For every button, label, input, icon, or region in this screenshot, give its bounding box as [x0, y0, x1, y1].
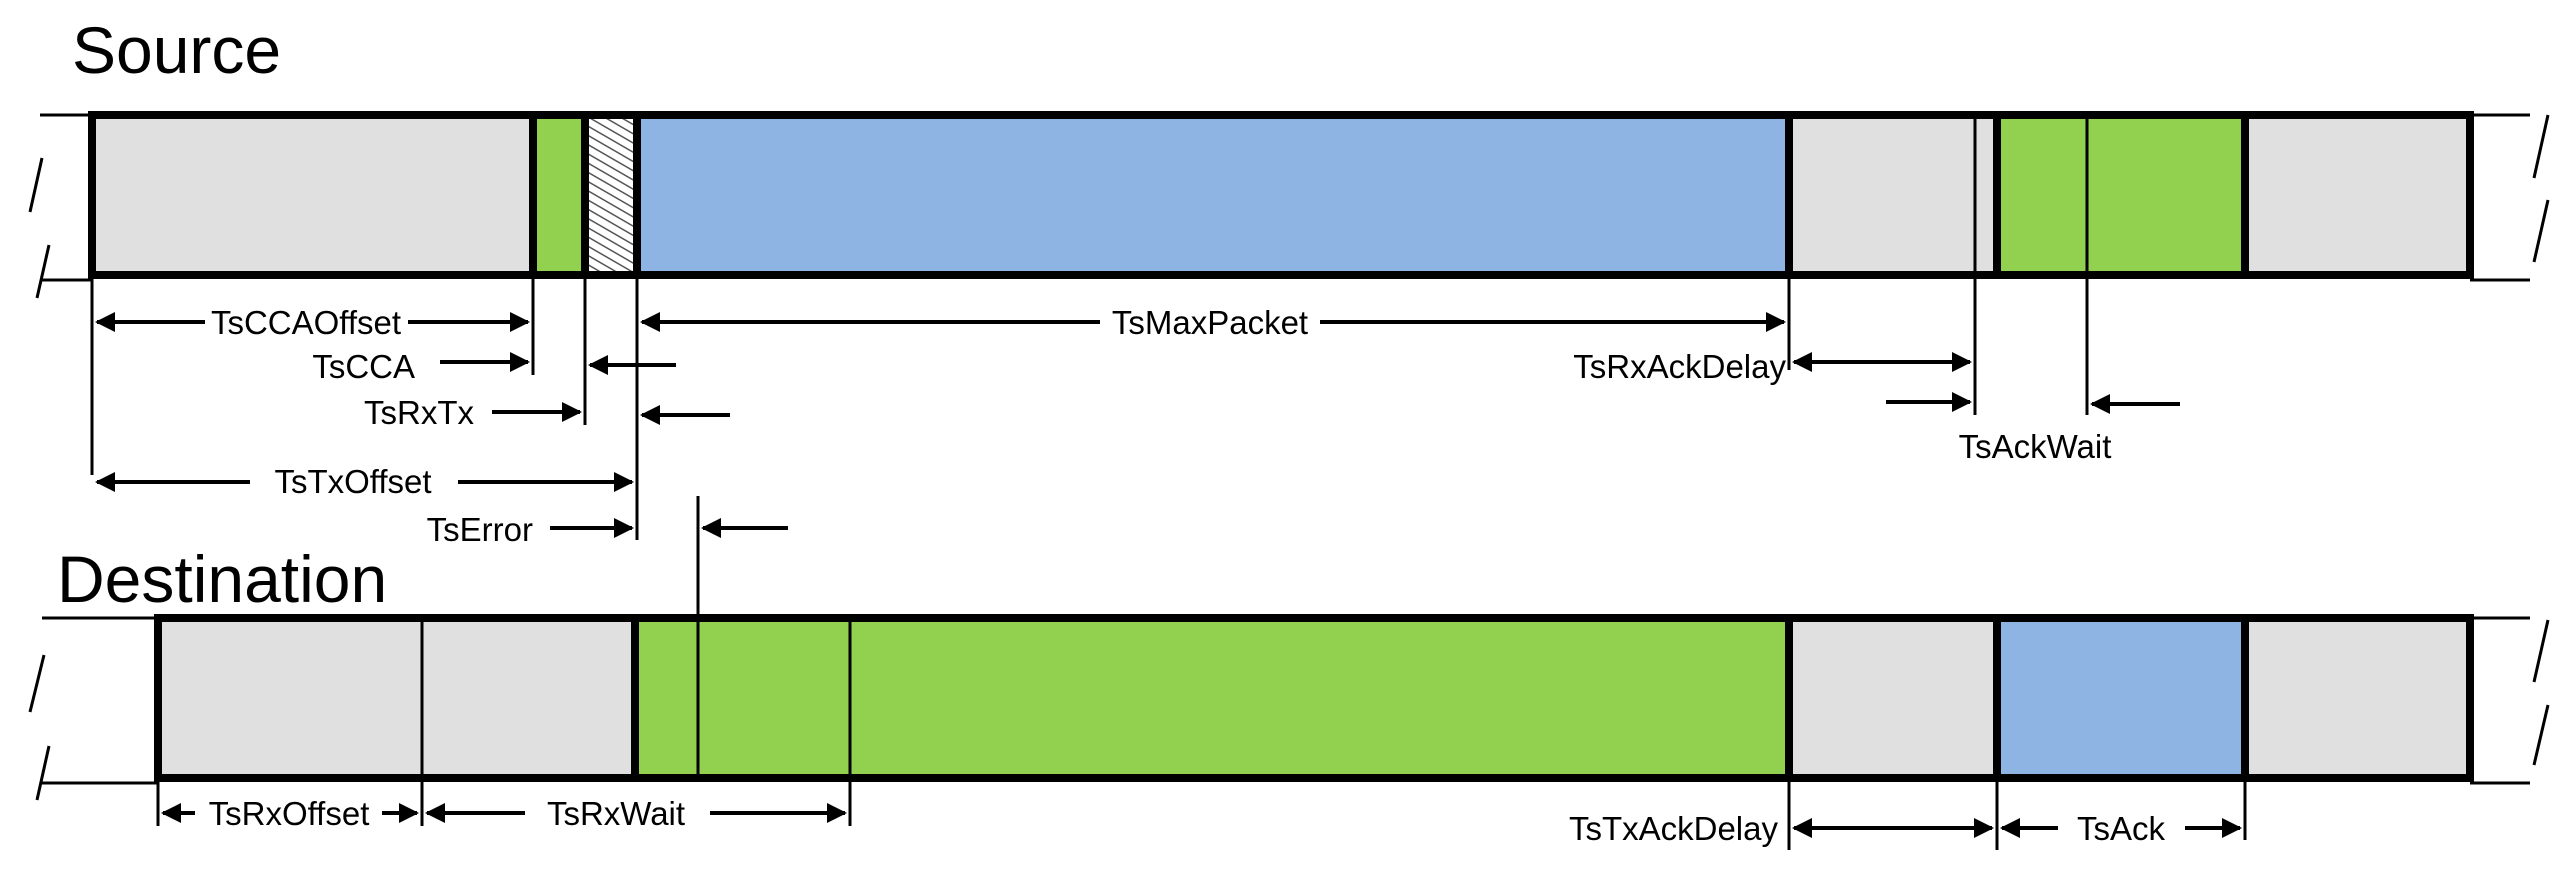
- ack-dimension: TsAck: [2000, 810, 2242, 847]
- destination-ack-transmit-segment: [1997, 618, 2245, 778]
- max-packet-label: TsMaxPacket: [1112, 304, 1308, 341]
- destination-title: Destination: [57, 542, 387, 616]
- source-break-left-2: [35, 244, 51, 299]
- max-packet-dimension: TsMaxPacket: [640, 304, 1786, 341]
- destination-break-left-2: [35, 745, 51, 801]
- cca-dimension: TsCCA: [312, 348, 676, 385]
- destination-rx-offset-segment: [158, 618, 635, 778]
- source-title: Source: [72, 13, 281, 87]
- source-extension-lines: [90, 275, 2089, 540]
- ack-wait-label: TsAckWait: [1959, 428, 2112, 465]
- tx-ack-delay-dimension: TsTxAckDelay: [1569, 810, 1994, 847]
- destination-break-left-1: [28, 654, 46, 713]
- tx-offset-label: TsTxOffset: [274, 463, 431, 500]
- destination-timeline: [28, 614, 2550, 801]
- source-tail-segment: [2245, 115, 2470, 275]
- rx-offset-dimension: TsRxOffset: [161, 795, 419, 832]
- cca-offset-label: TsCCAOffset: [211, 304, 401, 341]
- source-ack-receive-segment: [1997, 115, 2245, 275]
- source-break-left-1: [28, 157, 44, 213]
- source-timeline: [28, 111, 2550, 299]
- source-cca-offset-segment: [92, 115, 533, 275]
- destination-break-right-1: [2532, 619, 2550, 683]
- cca-label: TsCCA: [312, 348, 415, 385]
- source-rxtx-turnaround-segment: [585, 115, 637, 275]
- rx-wait-dimension: TsRxWait: [425, 795, 847, 832]
- source-packet-segment: [637, 115, 1789, 275]
- destination-break-right-2: [2532, 704, 2550, 766]
- rxtx-dimension: TsRxTx: [364, 394, 730, 431]
- ack-label: TsAck: [2077, 810, 2166, 847]
- destination-frame: [154, 614, 2474, 782]
- rx-ack-delay-dimension: TsRxAckDelay: [1573, 348, 1972, 385]
- rxtx-label: TsRxTx: [364, 394, 474, 431]
- source-break-right-1: [2532, 114, 2550, 179]
- destination-extension-lines: [156, 778, 2247, 850]
- source-break-right-2: [2532, 199, 2550, 263]
- source-rx-ack-delay-segment: [1789, 115, 1997, 275]
- error-label: TsError: [427, 511, 533, 548]
- cca-offset-dimension: TsCCAOffset: [95, 304, 530, 341]
- tx-ack-delay-label: TsTxAckDelay: [1569, 810, 1779, 847]
- tx-offset-dimension: TsTxOffset: [95, 463, 634, 500]
- rx-offset-label: TsRxOffset: [209, 795, 370, 832]
- source-frame: [88, 111, 2474, 279]
- source-cca-segment: [533, 115, 585, 275]
- error-dimension: TsError: [427, 496, 788, 616]
- ack-wait-dimension: TsAckWait: [1886, 392, 2180, 465]
- destination-tx-ack-delay-segment: [1789, 618, 1997, 778]
- rx-wait-label: TsRxWait: [547, 795, 685, 832]
- rx-ack-delay-label: TsRxAckDelay: [1573, 348, 1786, 385]
- destination-receive-segment: [635, 618, 1789, 778]
- destination-tail-segment: [2245, 618, 2470, 778]
